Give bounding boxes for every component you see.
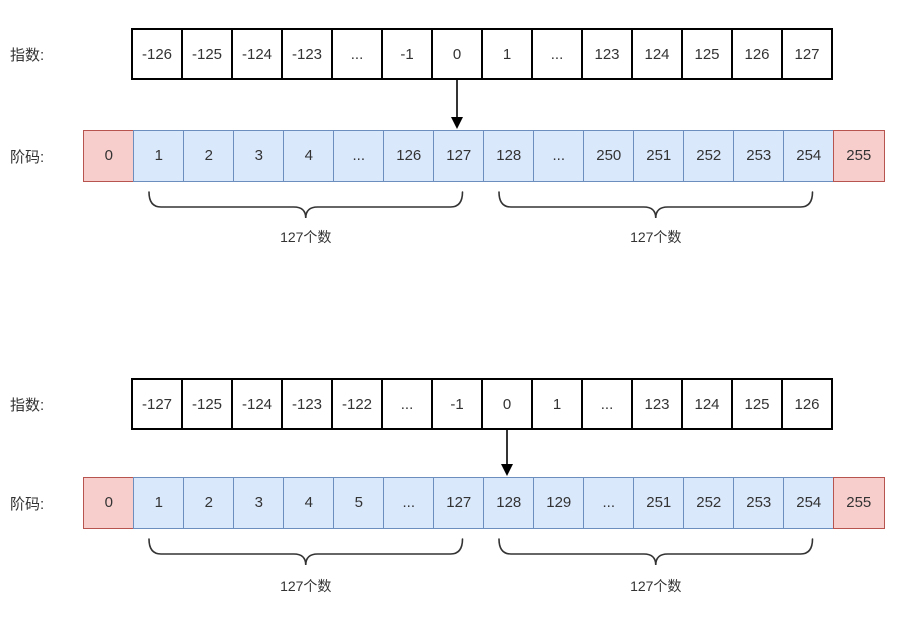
exponent-cell: -1 [431, 378, 483, 430]
brace [148, 538, 464, 566]
exponent-cell: ... [531, 28, 583, 80]
exponent-cell: -125 [181, 28, 233, 80]
mapping-arrow-head [451, 117, 463, 129]
code-cell: 252 [683, 130, 735, 182]
code-cell-special: 0 [83, 130, 135, 182]
code-cell: 254 [783, 130, 835, 182]
exponent-cell: 127 [781, 28, 833, 80]
code-cell-special: 0 [83, 477, 135, 529]
mapping-arrow-head [501, 464, 513, 476]
exponent-cell: 1 [481, 28, 533, 80]
exponent-cell: 0 [431, 28, 483, 80]
brace-label: 127个数 [280, 578, 332, 594]
exponent-cell: -126 [131, 28, 183, 80]
exponent-cell: -124 [231, 378, 283, 430]
code-cell: ... [383, 477, 435, 529]
code-cell: 128 [483, 477, 535, 529]
code-cell: 4 [283, 477, 335, 529]
code-cell: 253 [733, 130, 785, 182]
code-cell-special: 255 [833, 477, 885, 529]
code-cell: ... [583, 477, 635, 529]
brace [148, 191, 464, 219]
code-cell: ... [533, 130, 585, 182]
exponent-cell: -123 [281, 378, 333, 430]
brace-label: 127个数 [630, 229, 682, 245]
code-cell: 128 [483, 130, 535, 182]
exponent-cell: 126 [781, 378, 833, 430]
exponent-cell: ... [331, 28, 383, 80]
exponent-cell: -127 [131, 378, 183, 430]
code-cell: 250 [583, 130, 635, 182]
exponent-cell: -122 [331, 378, 383, 430]
code-cell: 127 [433, 130, 485, 182]
code-row-label: 阶码: [10, 495, 45, 513]
exponent-cell: -123 [281, 28, 333, 80]
code-cell: 254 [783, 477, 835, 529]
code-cell: 251 [633, 130, 685, 182]
code-cell: 251 [633, 477, 685, 529]
code-cell: 1 [133, 477, 185, 529]
code-cell: 129 [533, 477, 585, 529]
exponent-cell: 1 [531, 378, 583, 430]
code-cell: 127 [433, 477, 485, 529]
code-cell: 2 [183, 477, 235, 529]
exponent-cell: 0 [481, 378, 533, 430]
exponent-cell: 124 [681, 378, 733, 430]
brace [498, 538, 814, 566]
exponent-cell: 123 [581, 28, 633, 80]
code-cell: 1 [133, 130, 185, 182]
exponent-cell: 123 [631, 378, 683, 430]
brace-label: 127个数 [280, 229, 332, 245]
exponent-cell: -1 [381, 28, 433, 80]
exponent-cell: ... [581, 378, 633, 430]
brace-label: 127个数 [630, 578, 682, 594]
code-cell: 2 [183, 130, 235, 182]
exponent-cell: 126 [731, 28, 783, 80]
code-cell: 3 [233, 477, 285, 529]
code-cell: 252 [683, 477, 735, 529]
code-cell: 126 [383, 130, 435, 182]
code-row-label: 阶码: [10, 148, 45, 166]
exponent-cell: 125 [731, 378, 783, 430]
code-cell: 5 [333, 477, 385, 529]
exponent-cell: 124 [631, 28, 683, 80]
exponent-row-label: 指数: [10, 396, 45, 414]
exponent-cell: -125 [181, 378, 233, 430]
code-cell: 4 [283, 130, 335, 182]
code-cell: 3 [233, 130, 285, 182]
exponent-cell: -124 [231, 28, 283, 80]
brace [498, 191, 814, 219]
code-cell: 253 [733, 477, 785, 529]
code-cell-special: 255 [833, 130, 885, 182]
exponent-cell: ... [381, 378, 433, 430]
exponent-cell: 125 [681, 28, 733, 80]
exponent-row-label: 指数: [10, 46, 45, 64]
code-cell: ... [333, 130, 385, 182]
